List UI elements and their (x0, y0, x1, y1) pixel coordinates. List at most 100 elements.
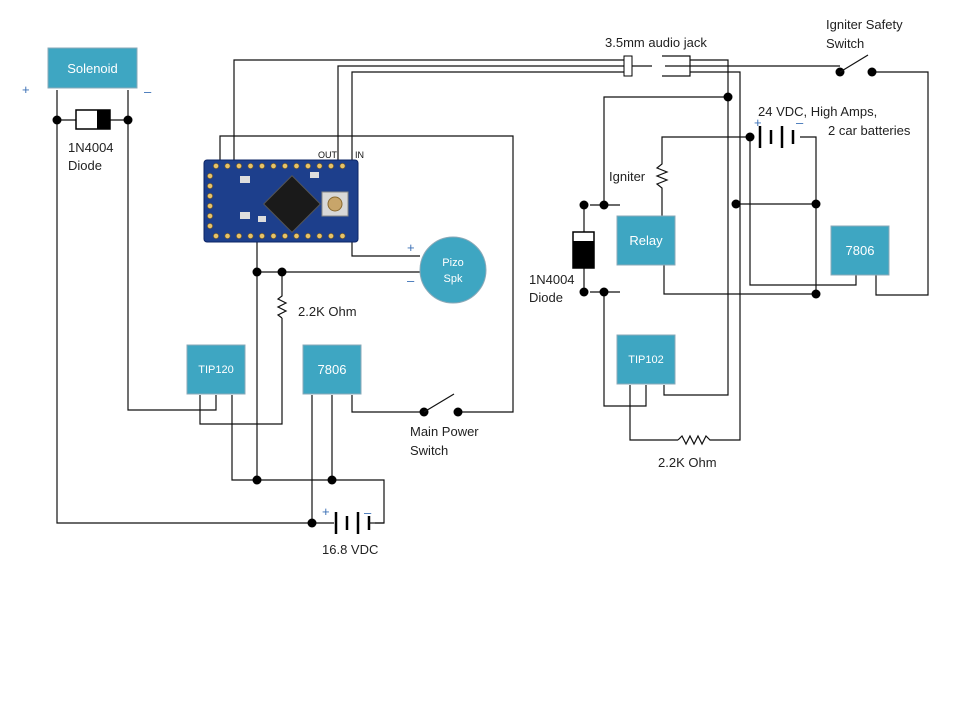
diode-right-label-1: 1N4004 (529, 272, 575, 287)
header-pin (207, 203, 213, 209)
battery-right-label-2: 2 car batteries (828, 123, 911, 138)
speaker-body (419, 236, 487, 304)
resistor-left: 2.2K Ohm (276, 272, 357, 319)
speaker-plus-sign: + (407, 240, 415, 255)
junction-dot (277, 267, 287, 277)
wire-diode-tip102 (603, 292, 631, 407)
diode-right: 1N4004 Diode (529, 231, 595, 305)
header-pin (270, 233, 277, 239)
junction-dot (252, 267, 262, 277)
pin-out-label: OUT (318, 150, 338, 160)
wires-left (56, 59, 625, 524)
arduino-pins-left (207, 173, 213, 229)
audio-jack-label: 3.5mm audio jack (605, 35, 707, 50)
junction-dot (731, 199, 741, 209)
battery-left-label: 16.8 VDC (322, 542, 378, 557)
tip120-label: TIP120 (198, 364, 233, 376)
battery-right-minus: – (796, 115, 804, 130)
battery-left: + – 16.8 VDC (322, 504, 384, 557)
header-pin (270, 163, 277, 169)
igniter-element: Igniter (609, 160, 669, 216)
header-pin (236, 233, 242, 239)
header-pin (207, 193, 213, 199)
junction-dot (599, 287, 609, 297)
jack-plug-body (623, 55, 633, 77)
piezo-speaker: Pizo Spk + – (407, 236, 487, 304)
switch-contact (453, 407, 463, 417)
header-pin (224, 233, 231, 239)
arduino-pins-top (213, 163, 346, 169)
wire-tip120-resistor (199, 318, 283, 425)
header-pin (247, 233, 254, 239)
safety-switch-label-1: Igniter Safety (826, 17, 903, 32)
tip102-transistor: TIP102 (616, 334, 676, 385)
wire-safety-reg-right (875, 71, 929, 296)
header-pin (339, 233, 346, 239)
main-power-switch: Main Power Switch (410, 393, 479, 458)
wire-tip102-resistor (629, 406, 678, 441)
header-pin (305, 233, 311, 239)
relay-box (616, 215, 676, 266)
wire-arduino-jack-3 (351, 71, 625, 165)
solenoid-plus-sign: + (22, 82, 30, 97)
diode-left-label-1: 1N4004 (68, 140, 114, 155)
header-pin (236, 163, 242, 169)
header-pin (207, 223, 213, 229)
wire-solenoid-plus (56, 90, 312, 524)
junction-dot (723, 92, 733, 102)
header-pin (207, 173, 213, 179)
igniter-zigzag (655, 160, 669, 216)
igniter-label: Igniter (609, 169, 646, 184)
wire-battery-plus-reg (749, 137, 857, 286)
resistor-left-label: 2.2K Ohm (298, 304, 357, 319)
junction-dot (811, 289, 821, 299)
wire-tip102-base (630, 385, 647, 407)
wire-jack-resistor (690, 71, 741, 441)
pin-in-label: IN (355, 150, 364, 160)
header-pin (293, 163, 300, 169)
solenoid-minus-sign: – (144, 84, 152, 99)
header-pin (316, 163, 323, 169)
wire-reg-left-out (351, 395, 424, 413)
smd-part (240, 176, 250, 183)
safety-switch-label-2: Switch (826, 36, 864, 51)
reset-button-cap (327, 196, 343, 212)
header-pin (259, 233, 265, 239)
junction-dot (745, 132, 755, 142)
header-pin (207, 183, 213, 189)
junctions-right (579, 92, 821, 299)
resistor-right-label: 2.2K Ohm (658, 455, 717, 470)
wire-solenoid-minus (127, 90, 201, 411)
junction-dot (579, 200, 589, 210)
diode-left-label-2: Diode (68, 158, 102, 173)
header-pin (328, 163, 334, 169)
junction-dot (327, 475, 337, 485)
diode-right-label-2: Diode (529, 290, 563, 305)
header-pin (207, 213, 213, 219)
switch-lever (839, 54, 869, 73)
wire-arduino-jack-1 (233, 59, 625, 165)
junction-dot (307, 518, 317, 528)
battery-right: + – 24 VDC, High Amps, 2 car batteries (754, 104, 911, 148)
header-pin (328, 233, 334, 239)
resistor-right-zigzag (677, 434, 728, 446)
junction-dot (252, 475, 262, 485)
header-pin (305, 163, 311, 169)
header-pin (293, 233, 300, 239)
resistor-left-zigzag (276, 272, 288, 319)
regulator-left: 7806 (302, 344, 362, 395)
header-pin (213, 163, 219, 169)
speaker-minus-sign: – (407, 273, 415, 288)
tip120-box (186, 344, 246, 395)
switch-lever (423, 393, 455, 413)
junction-dot (52, 115, 62, 125)
tip102-box (616, 334, 676, 385)
junction-dot (811, 199, 821, 209)
header-pin (339, 163, 346, 169)
smd-part (258, 216, 266, 222)
wire-switch-to-arduino (219, 135, 514, 413)
battery-left-minus: – (364, 505, 372, 520)
junction-dot (579, 287, 589, 297)
